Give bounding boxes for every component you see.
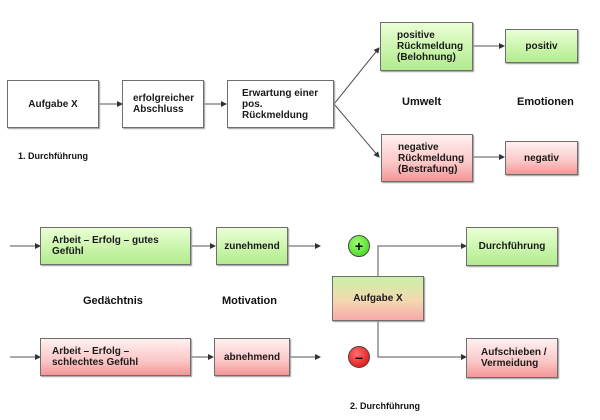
negative-feedback-label: negative Rückmeldung (Bestrafung) bbox=[398, 141, 465, 175]
emotionen-label: Emotionen bbox=[517, 96, 574, 108]
task-x-box: Aufgabe X bbox=[332, 276, 424, 321]
expectation-box-label: Erwartung einer pos. Rückmeldung bbox=[242, 87, 319, 121]
execution-box: Durchführung bbox=[466, 227, 558, 266]
negative-emotion-label: negativ bbox=[523, 152, 559, 164]
negative-feedback-box: negative Rückmeldung (Bestrafung) bbox=[381, 134, 473, 182]
positive-emotion-label: positiv bbox=[525, 40, 558, 52]
task-box-label: Aufgabe X bbox=[28, 98, 78, 110]
increasing-label: zunehmend bbox=[224, 240, 280, 252]
negative-emotion-box: negativ bbox=[505, 141, 578, 175]
plus-circle-icon: + bbox=[348, 235, 370, 257]
arrow-task-to-avoidance bbox=[377, 321, 467, 360]
positive-feedback-label: positive Rückmeldung (Belohnung) bbox=[397, 30, 464, 63]
minus-circle-icon: – bbox=[348, 346, 370, 368]
increasing-box: zunehmend bbox=[216, 227, 288, 265]
bad-memory-label: Arbeit – Erfolg – schlechtes Gefühl bbox=[52, 346, 139, 368]
arrow-expectation-to-negative bbox=[333, 103, 380, 158]
decreasing-box: abnehmend bbox=[214, 338, 290, 376]
umwelt-label: Umwelt bbox=[402, 96, 442, 108]
avoidance-label: Aufschieben / Vermeidung bbox=[481, 347, 547, 369]
bad-memory-box: Arbeit – Erfolg – schlechtes Gefühl bbox=[40, 338, 191, 376]
avoidance-box: Aufschieben / Vermeidung bbox=[466, 338, 558, 378]
decreasing-label: abnehmend bbox=[223, 351, 281, 363]
completion-box-label: erfolgreicher Abschluss bbox=[133, 93, 195, 115]
section2-caption: 2. Durchführung bbox=[350, 401, 420, 411]
positive-emotion-box: positiv bbox=[505, 29, 578, 63]
motivation-label: Motivation bbox=[222, 295, 277, 307]
gedaechtnis-label: Gedächtnis bbox=[83, 295, 143, 307]
expectation-box: Erwartung einer pos. Rückmeldung bbox=[227, 80, 334, 128]
execution-label: Durchführung bbox=[478, 241, 546, 252]
section1-caption: 1. Durchführung bbox=[18, 151, 88, 161]
task-x-label: Aufgabe X bbox=[353, 293, 403, 304]
arrow-task-to-execution bbox=[377, 243, 467, 276]
minus-sign: – bbox=[355, 349, 363, 365]
positive-feedback-box: positive Rückmeldung (Belohnung) bbox=[380, 22, 473, 71]
task-box: Aufgabe X bbox=[7, 80, 99, 128]
good-memory-label: Arbeit – Erfolg – gutes Gefühl bbox=[52, 235, 159, 257]
completion-box: erfolgreicher Abschluss bbox=[122, 80, 204, 128]
good-memory-box: Arbeit – Erfolg – gutes Gefühl bbox=[40, 227, 191, 265]
plus-sign: + bbox=[354, 238, 364, 254]
arrow-expectation-to-positive bbox=[333, 47, 380, 105]
